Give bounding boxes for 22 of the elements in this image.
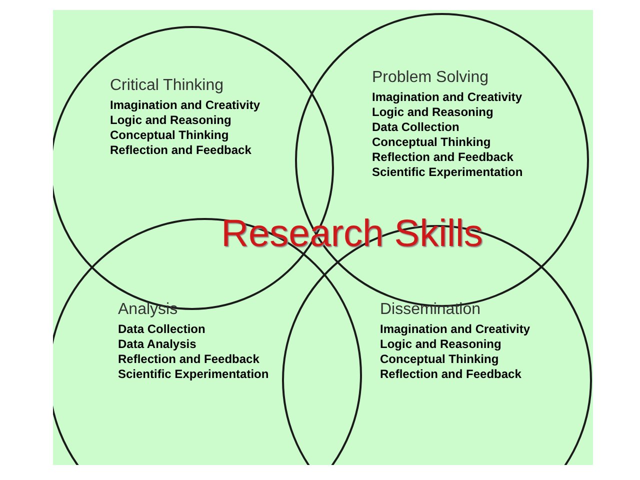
- skill-item: Reflection and Feedback: [380, 367, 522, 382]
- circle-heading: Problem Solving: [372, 68, 490, 88]
- skill-item: Imagination and Creativity: [110, 98, 260, 113]
- skill-item: Scientific Experimentation: [372, 165, 523, 180]
- skill-item: Data Collection: [372, 120, 460, 135]
- skill-item: Imagination and Creativity: [380, 322, 530, 337]
- skill-item: Conceptual Thinking: [380, 352, 500, 367]
- skill-item: Data Analysis: [118, 337, 198, 352]
- skill-item: Data Collection: [118, 322, 206, 337]
- skill-item: Reflection and Feedback: [372, 150, 514, 165]
- skill-item: Reflection and Feedback: [110, 143, 252, 158]
- skill-item: Imagination and Creativity: [372, 90, 523, 105]
- skill-item: Conceptual Thinking: [372, 135, 492, 150]
- circle-heading: Dissemination: [380, 300, 482, 320]
- skill-item: Conceptual Thinking: [110, 128, 230, 143]
- circle-heading: Analysis: [118, 300, 179, 320]
- skill-item: Scientific Experimentation: [118, 367, 269, 382]
- skill-item: Logic and Reasoning: [372, 105, 494, 120]
- circle-heading: Critical Thinking: [110, 76, 225, 96]
- skill-item: Logic and Reasoning: [110, 113, 232, 128]
- skill-item: Reflection and Feedback: [118, 352, 260, 367]
- skill-item: Logic and Reasoning: [380, 337, 502, 352]
